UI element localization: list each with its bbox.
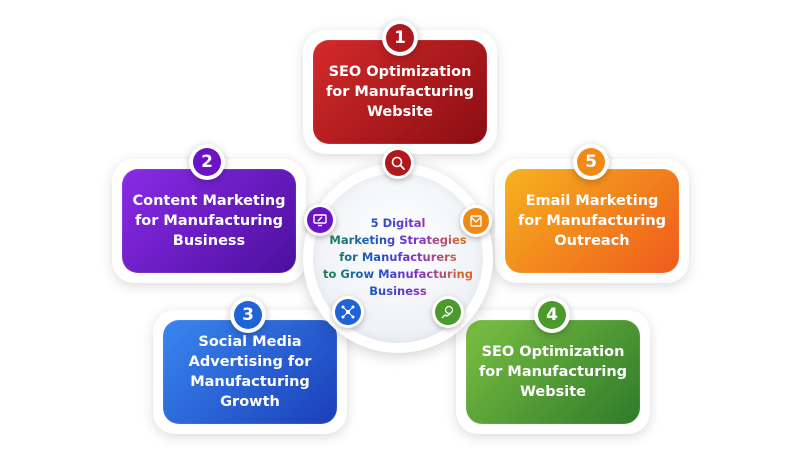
badge-2: 2: [189, 144, 225, 180]
monitor-pen-icon: [304, 204, 336, 236]
badge-4: 4: [534, 297, 570, 333]
badge-5: 5: [573, 144, 609, 180]
card-4: SEO Optimization for Manufacturing Websi…: [466, 320, 640, 424]
card-4-label: SEO Optimization for Manufacturing Websi…: [478, 344, 628, 400]
badge-1-number: 1: [386, 24, 414, 52]
hub-title: 5 Digital Marketing Strategies for Manuf…: [318, 215, 478, 300]
card-3: Social Media Advertising for Manufacturi…: [163, 320, 337, 424]
card-5-label: Email Marketing for Manufacturing Outrea…: [517, 193, 667, 249]
card-1-label: SEO Optimization for Manufacturing Websi…: [325, 64, 475, 120]
growth-coin-icon: [432, 296, 464, 328]
badge-3-number: 3: [234, 301, 262, 329]
badge-4-number: 4: [538, 301, 566, 329]
email-doc-icon: [460, 205, 492, 237]
badge-3: 3: [230, 297, 266, 333]
card-3-label: Social Media Advertising for Manufacturi…: [188, 334, 312, 410]
badge-2-number: 2: [193, 148, 221, 176]
network-icon: [332, 296, 364, 328]
seo-magnifier-icon: [382, 147, 414, 179]
card-5: Email Marketing for Manufacturing Outrea…: [505, 169, 679, 273]
badge-1: 1: [382, 20, 418, 56]
card-2: Content Marketing for Manufacturing Busi…: [122, 169, 296, 273]
badge-5-number: 5: [577, 148, 605, 176]
card-1: SEO Optimization for Manufacturing Websi…: [313, 40, 487, 144]
card-2-label: Content Marketing for Manufacturing Busi…: [132, 193, 286, 249]
